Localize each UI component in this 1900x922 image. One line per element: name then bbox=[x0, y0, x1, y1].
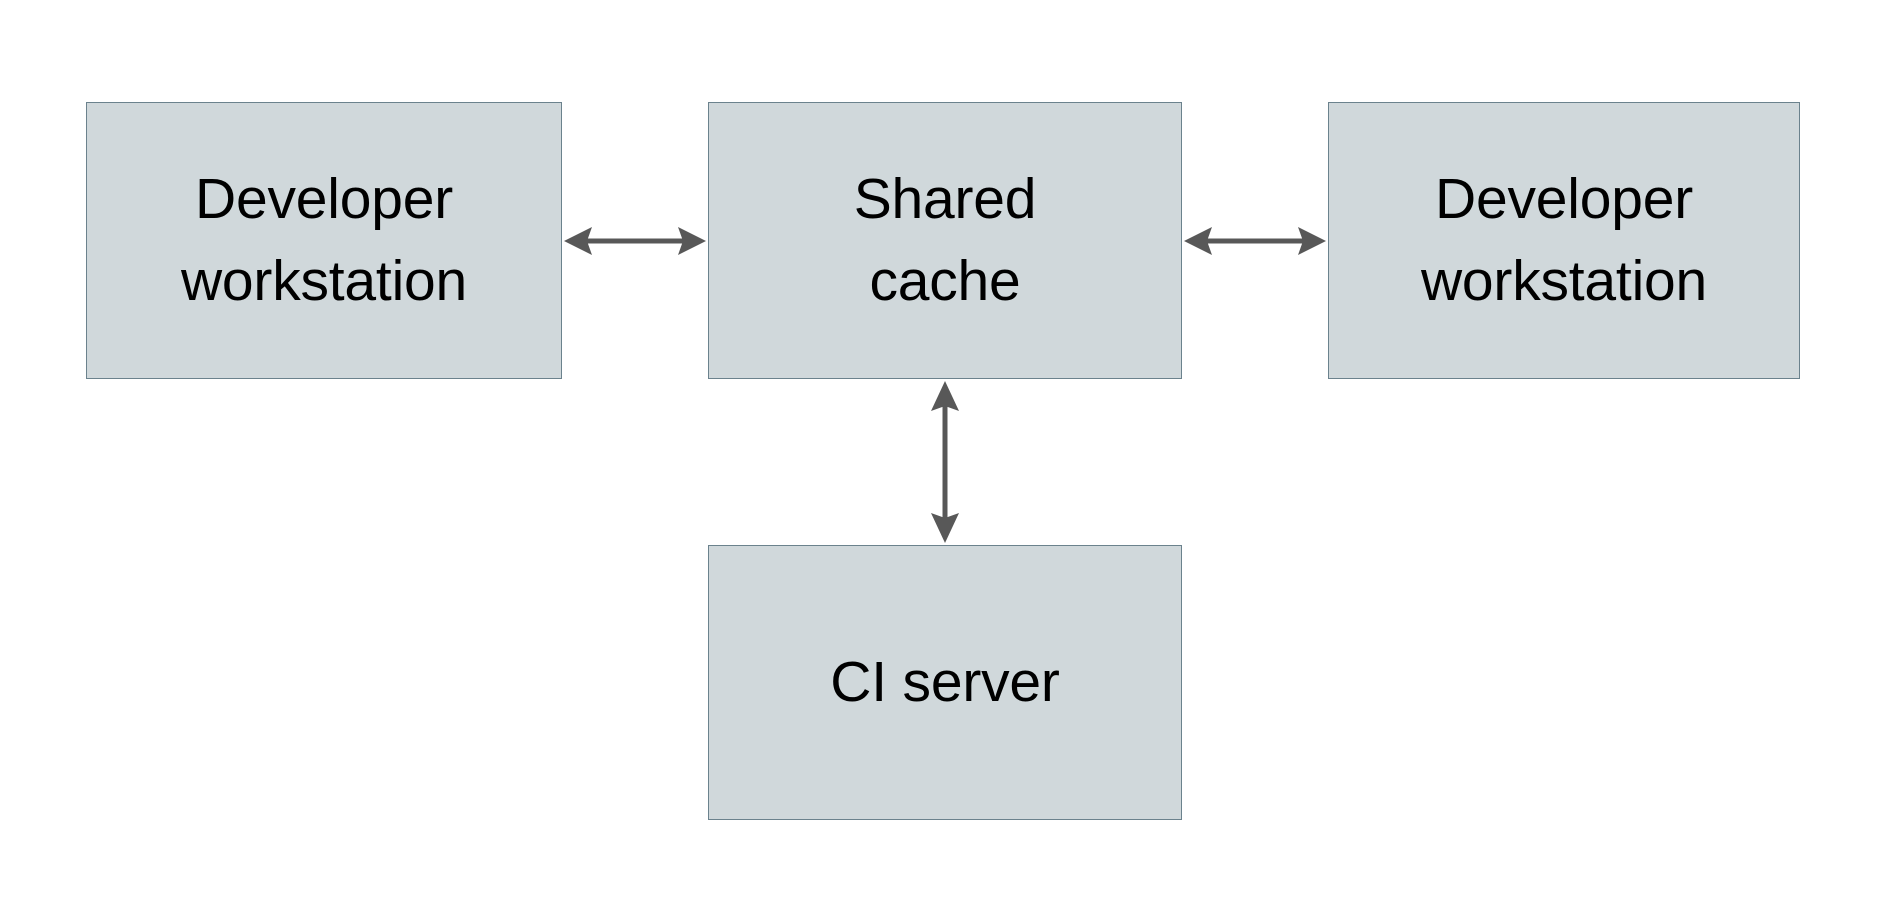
node-label-ci-server: CI server bbox=[830, 649, 1060, 714]
node-label-shared-cache: Shared cache bbox=[853, 167, 1037, 313]
double-arrow-icon bbox=[1184, 227, 1326, 255]
node-shared-cache[interactable]: Shared cache bbox=[708, 102, 1182, 379]
node-ci-server[interactable]: CI server bbox=[708, 545, 1182, 820]
connector-left-workstation-to-shared-cache[interactable] bbox=[562, 217, 708, 265]
double-arrow-vertical-icon bbox=[931, 381, 959, 543]
node-label-developer-workstation-left: Developer workstation bbox=[180, 167, 468, 313]
double-arrow-icon bbox=[564, 227, 706, 255]
connector-shared-cache-to-ci-server[interactable] bbox=[921, 379, 969, 545]
connector-shared-cache-to-right-workstation[interactable] bbox=[1182, 217, 1328, 265]
node-developer-workstation-right[interactable]: Developer workstation bbox=[1328, 102, 1800, 379]
node-developer-workstation-left[interactable]: Developer workstation bbox=[86, 102, 562, 379]
node-label-developer-workstation-right: Developer workstation bbox=[1420, 167, 1708, 313]
